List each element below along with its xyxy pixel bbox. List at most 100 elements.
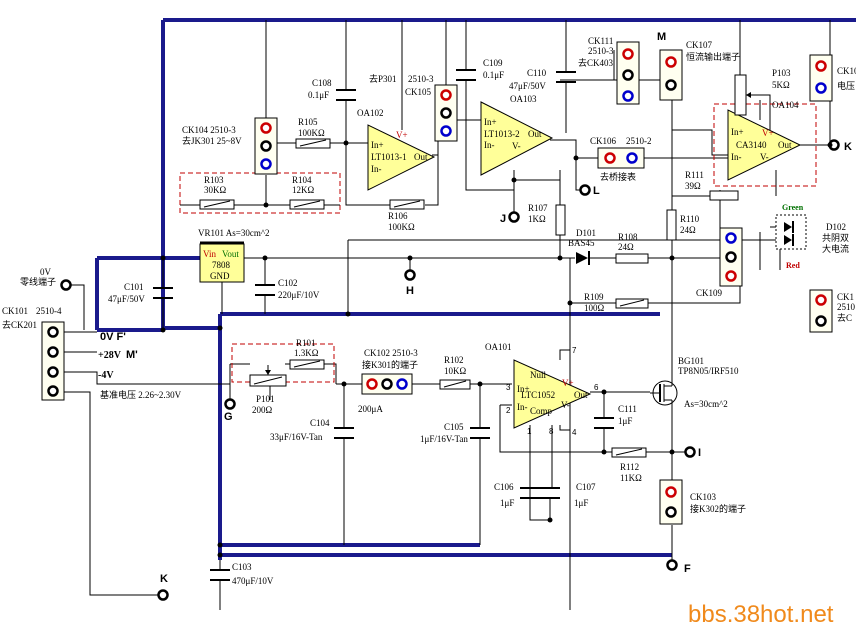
svg-text:R111: R111: [685, 170, 704, 180]
capacitor-icon: [153, 287, 173, 299]
testpoint-icon: [224, 398, 236, 410]
svg-text:K: K: [844, 141, 852, 153]
svg-text:C107: C107: [576, 482, 596, 492]
svg-text:2510-2: 2510-2: [626, 136, 652, 146]
connector-pin-icon: [396, 378, 408, 390]
svg-text:In+: In+: [484, 117, 497, 127]
diode-icon: [576, 251, 590, 265]
svg-text:0.1μF: 0.1μF: [308, 90, 329, 100]
svg-text:R110: R110: [680, 214, 700, 224]
svg-text:In+: In+: [517, 384, 530, 394]
svg-text:Out: Out: [414, 152, 428, 162]
svg-text:24Ω: 24Ω: [680, 225, 696, 235]
connector-pin-icon: [47, 346, 59, 358]
svg-text:CK104 2510-3: CK104 2510-3: [182, 125, 236, 135]
svg-text:Vin: Vin: [203, 249, 216, 259]
svg-text:Null: Null: [530, 370, 547, 380]
capacitor-icon: [540, 487, 560, 499]
svg-text:In+: In+: [371, 140, 384, 150]
capacitor-icon: [334, 427, 354, 439]
resistor-icon: [615, 253, 649, 264]
capacitor-icon: [470, 427, 490, 439]
svg-text:CK105: CK105: [405, 87, 432, 97]
svg-text:Comp: Comp: [530, 406, 553, 416]
svg-text:+28V: +28V: [98, 350, 122, 361]
connector-ck102: [361, 373, 413, 395]
component-labels: CK104 2510-3 去JK301 25~8V R105 100KΩ C10…: [2, 31, 856, 586]
connector-ck1-right: [809, 289, 833, 333]
svg-text:K: K: [160, 573, 168, 585]
capacitor-icon: [336, 89, 356, 101]
connector-pin-icon: [604, 152, 616, 164]
junctions: [160, 140, 833, 558]
svg-text:0V: 0V: [40, 267, 52, 277]
connector-pin-icon: [260, 140, 272, 152]
svg-text:Out: Out: [778, 140, 792, 150]
testpoint-icon: [579, 184, 591, 196]
svg-text:1μF: 1μF: [574, 498, 588, 508]
svg-text:V+: V+: [762, 128, 774, 138]
svg-text:去桥接表: 去桥接表: [600, 171, 636, 182]
svg-text:I: I: [698, 447, 701, 459]
connector-pin-icon: [260, 122, 272, 134]
svg-text:CK107: CK107: [686, 40, 713, 50]
svg-text:In-: In-: [371, 164, 382, 174]
svg-text:LTC1052: LTC1052: [521, 390, 555, 400]
svg-text:1μF: 1μF: [618, 416, 632, 426]
capacitor-icon: [210, 569, 230, 581]
svg-text:-4V: -4V: [98, 370, 114, 381]
svg-text:R109: R109: [584, 292, 604, 302]
led-icon: [770, 214, 807, 250]
svg-text:基准电压 2.26~2.30V: 基准电压 2.26~2.30V: [100, 389, 182, 400]
svg-text:Out: Out: [528, 129, 542, 139]
svg-text:D102: D102: [826, 222, 846, 232]
svg-text:GND: GND: [210, 271, 230, 281]
svg-text:OA101: OA101: [485, 342, 512, 352]
svg-text:CK111: CK111: [588, 36, 613, 46]
svg-text:CA3140: CA3140: [736, 140, 767, 150]
svg-text:5KΩ: 5KΩ: [772, 80, 790, 90]
svg-text:200Ω: 200Ω: [252, 405, 273, 415]
connector-pin-icon: [381, 378, 393, 390]
svg-text:R103: R103: [204, 175, 224, 185]
svg-text:C111: C111: [618, 404, 637, 414]
svg-text:OA104: OA104: [772, 100, 799, 110]
watermark: bbs.38hot.net: [688, 601, 834, 628]
resistor-icon: [555, 204, 566, 236]
svg-text:M: M: [657, 31, 666, 43]
svg-text:CK1: CK1: [837, 292, 854, 302]
capacitor-icon: [255, 284, 275, 296]
connector-pin-icon: [725, 270, 737, 282]
regulator-vr101: Vin Vout 7808 GND: [199, 241, 245, 314]
svg-text:去C: 去C: [837, 312, 852, 323]
connector-pin-icon: [626, 152, 638, 164]
connector-pin-icon: [440, 89, 452, 101]
svg-text:2510-3: 2510-3: [408, 74, 434, 84]
svg-text:In-: In-: [484, 140, 495, 150]
connector-pin-icon: [47, 385, 59, 397]
svg-text:V-: V-: [512, 141, 521, 151]
svg-text:Red: Red: [786, 261, 800, 270]
connector-ck106: [597, 147, 645, 169]
svg-text:0.1μF: 0.1μF: [483, 70, 504, 80]
svg-text:33μF/16V-Tan: 33μF/16V-Tan: [270, 432, 323, 442]
svg-text:470μF/10V: 470μF/10V: [232, 576, 274, 586]
connector-ck105: [434, 84, 458, 142]
svg-text:CK106: CK106: [590, 136, 617, 146]
connector-pin-icon: [815, 82, 827, 94]
svg-text:C109: C109: [483, 58, 503, 68]
svg-text:R107: R107: [528, 203, 548, 213]
connector-pin-icon: [815, 294, 827, 306]
svg-text:R102: R102: [444, 355, 464, 365]
svg-text:V-: V-: [561, 400, 570, 410]
svg-text:大电流: 大电流: [822, 243, 849, 254]
svg-text:10KΩ: 10KΩ: [444, 366, 466, 376]
svg-text:1KΩ: 1KΩ: [528, 214, 546, 224]
connector-ck111: [616, 41, 640, 105]
svg-text:去CK403: 去CK403: [578, 57, 614, 68]
connector-ck104: [254, 117, 278, 175]
svg-text:LT1013-2: LT1013-2: [484, 129, 520, 139]
svg-text:R105: R105: [298, 117, 318, 127]
connector-pin-icon: [725, 232, 737, 244]
